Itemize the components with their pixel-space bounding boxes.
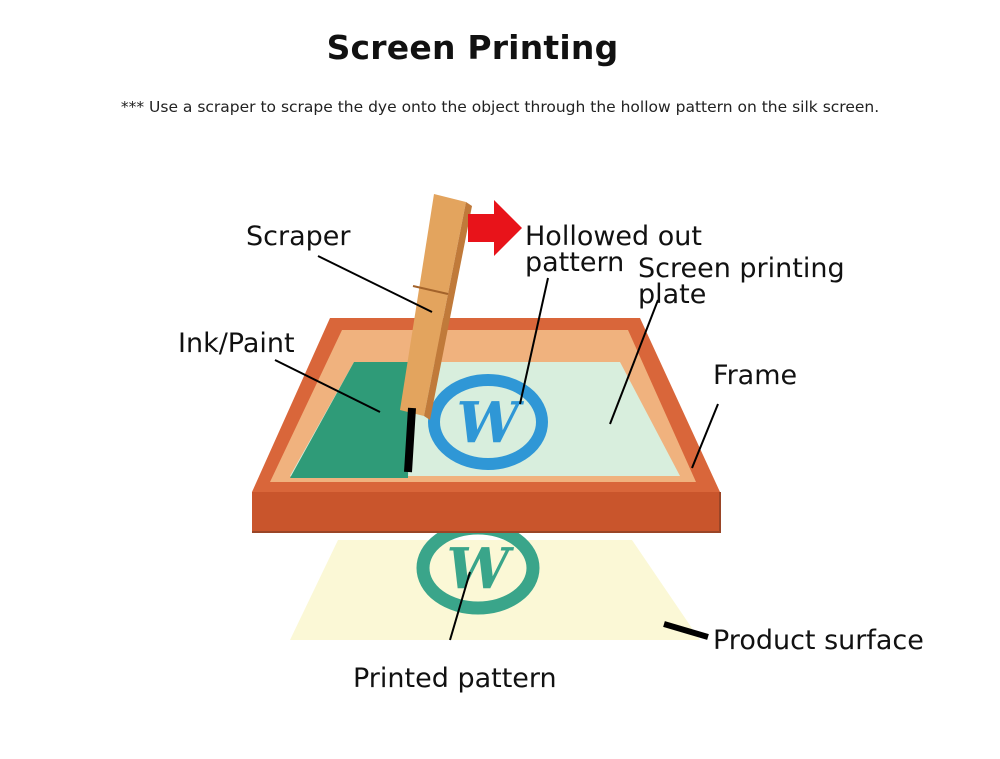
label-hollowed-out-pattern-line1: Hollowed out (525, 221, 702, 252)
printed-pattern-glyph: W (447, 536, 515, 602)
scraper (400, 194, 472, 473)
label-screen-printing-plate-line1: Screen printing (638, 253, 845, 284)
leader-hollowed-out-pattern (519, 277, 549, 405)
leader-product-surface (663, 621, 709, 640)
direction-arrow-icon (468, 200, 522, 256)
printed-pattern: W (416, 521, 540, 615)
label-frame: Frame (713, 360, 798, 391)
leader-printed-pattern (449, 571, 471, 641)
label-scraper: Scraper (246, 221, 351, 252)
leader-screen-printing-plate (609, 299, 659, 425)
hollowed-pattern-glyph: W (457, 390, 525, 456)
ink-paint (290, 362, 410, 478)
hollowed-out-pattern: W (428, 374, 548, 470)
page-title: Screen Printing (326, 28, 619, 67)
label-hollowed-out-pattern-line2: pattern (525, 247, 625, 278)
label-ink-paint: Ink/Paint (178, 328, 295, 359)
leader-frame (691, 403, 719, 469)
product-surface (290, 540, 700, 640)
leader-ink-paint (274, 359, 381, 413)
label-printed-pattern: Printed pattern (353, 663, 557, 694)
page-subtitle: *** Use a scraper to scrape the dye onto… (120, 98, 880, 116)
leader-scraper (317, 255, 433, 313)
label-screen-printing-plate-line2: plate (638, 279, 707, 310)
label-product-surface: Product surface (713, 625, 924, 656)
